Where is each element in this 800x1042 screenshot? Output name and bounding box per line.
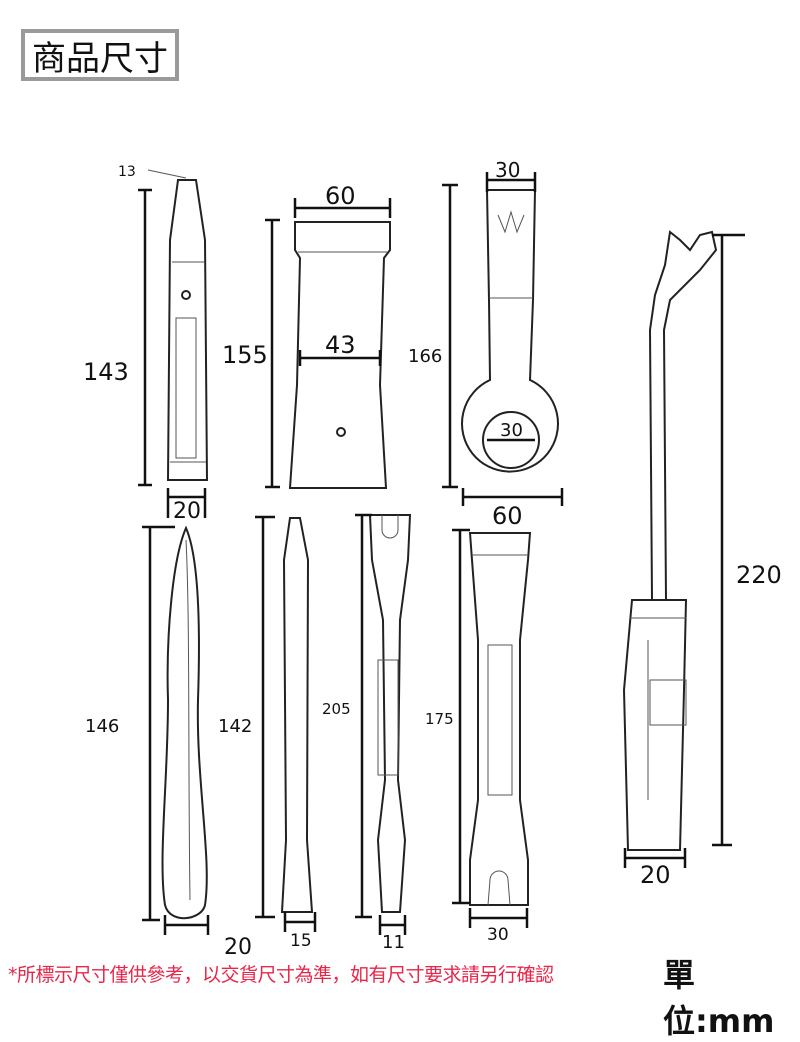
tool-2-outline [288, 221, 391, 489]
tool-8-length-label: 175 [425, 710, 454, 728]
tool-5-length-label: 146 [85, 716, 119, 737]
tool-6-width-label: 15 [290, 931, 312, 951]
tool-1-length-label: 143 [83, 358, 129, 386]
tool-1-dimensions: 13 143 20 [83, 164, 207, 524]
tool-5-outline [161, 525, 208, 920]
tool-1-outline [166, 179, 209, 481]
disclaimer-note: *所標示尺寸僅供參考，以交貨尺寸為準，如有尺寸要求請另行確認 [8, 964, 554, 986]
tool-3-top-width-label: 30 [495, 158, 520, 182]
tool-1-tip-label: 13 [118, 164, 136, 180]
tool-4-handle-width-label: 20 [640, 861, 671, 889]
tool-8-width-label: 30 [487, 925, 509, 945]
tool-2-top-width-label: 60 [325, 182, 356, 210]
tool-3-ring-width-label: 60 [492, 502, 523, 530]
tool-5-width-label: 20 [224, 935, 252, 960]
tool-3-hole-label: 30 [500, 420, 523, 441]
tool-2-dimensions: 60 155 43 [222, 182, 392, 489]
tool-7-length-label: 205 [322, 700, 351, 718]
tool-8-dimensions: 175 30 [425, 528, 529, 945]
tool-4-dimensions: 220 20 [623, 233, 782, 889]
tool-3-length-label: 166 [408, 346, 442, 367]
tool-6-length-label: 142 [218, 716, 252, 737]
page-title: 商品尺寸 [21, 29, 179, 81]
dimension-diagram: 13 143 20 60 155 43 [83, 158, 782, 960]
tool-2-mid-width-label: 43 [325, 331, 356, 359]
tool-3-dimensions: 30 166 30 60 [408, 158, 564, 530]
tool-7-outline [368, 514, 412, 913]
tool-4-outline [622, 230, 718, 851]
tool-7-dimensions: 205 11 [322, 513, 407, 953]
tool-2-length-label: 155 [222, 341, 268, 369]
tool-7-width-label: 11 [382, 932, 405, 953]
tool-6-dimensions: 142 15 [218, 515, 317, 951]
tool-8-outline [468, 532, 532, 906]
tool-5-dimensions: 146 20 [85, 525, 252, 960]
tool-6-outline [280, 517, 314, 913]
tool-1-width-label: 20 [173, 499, 201, 524]
tool-4-length-label: 220 [736, 561, 782, 589]
unit-label: 單位:mm [663, 956, 775, 1040]
